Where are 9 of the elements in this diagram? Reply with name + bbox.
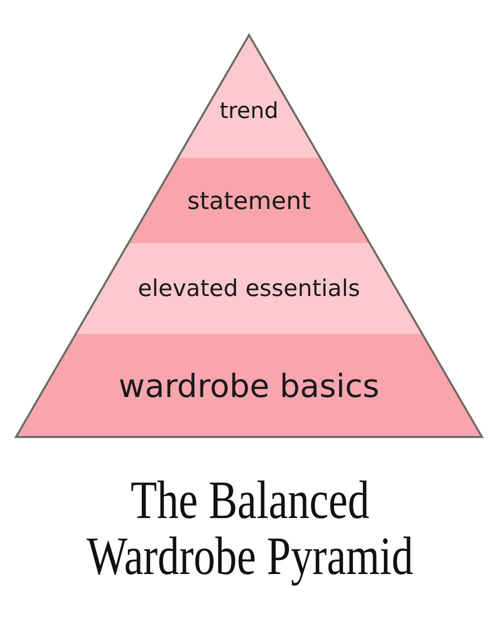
tier-label: trend: [218, 98, 280, 124]
pyramid-tier: [76, 243, 422, 334]
tier-label: elevated essentials: [136, 276, 362, 302]
tier-label: wardrobe basics: [118, 366, 380, 404]
title: The Balanced Wardrobe Pyramid: [86, 472, 414, 584]
pyramid-tier: [16, 334, 482, 437]
tier-label: statement: [186, 186, 312, 214]
pyramid-tier: [128, 158, 370, 243]
pyramid-tier: [178, 35, 320, 158]
